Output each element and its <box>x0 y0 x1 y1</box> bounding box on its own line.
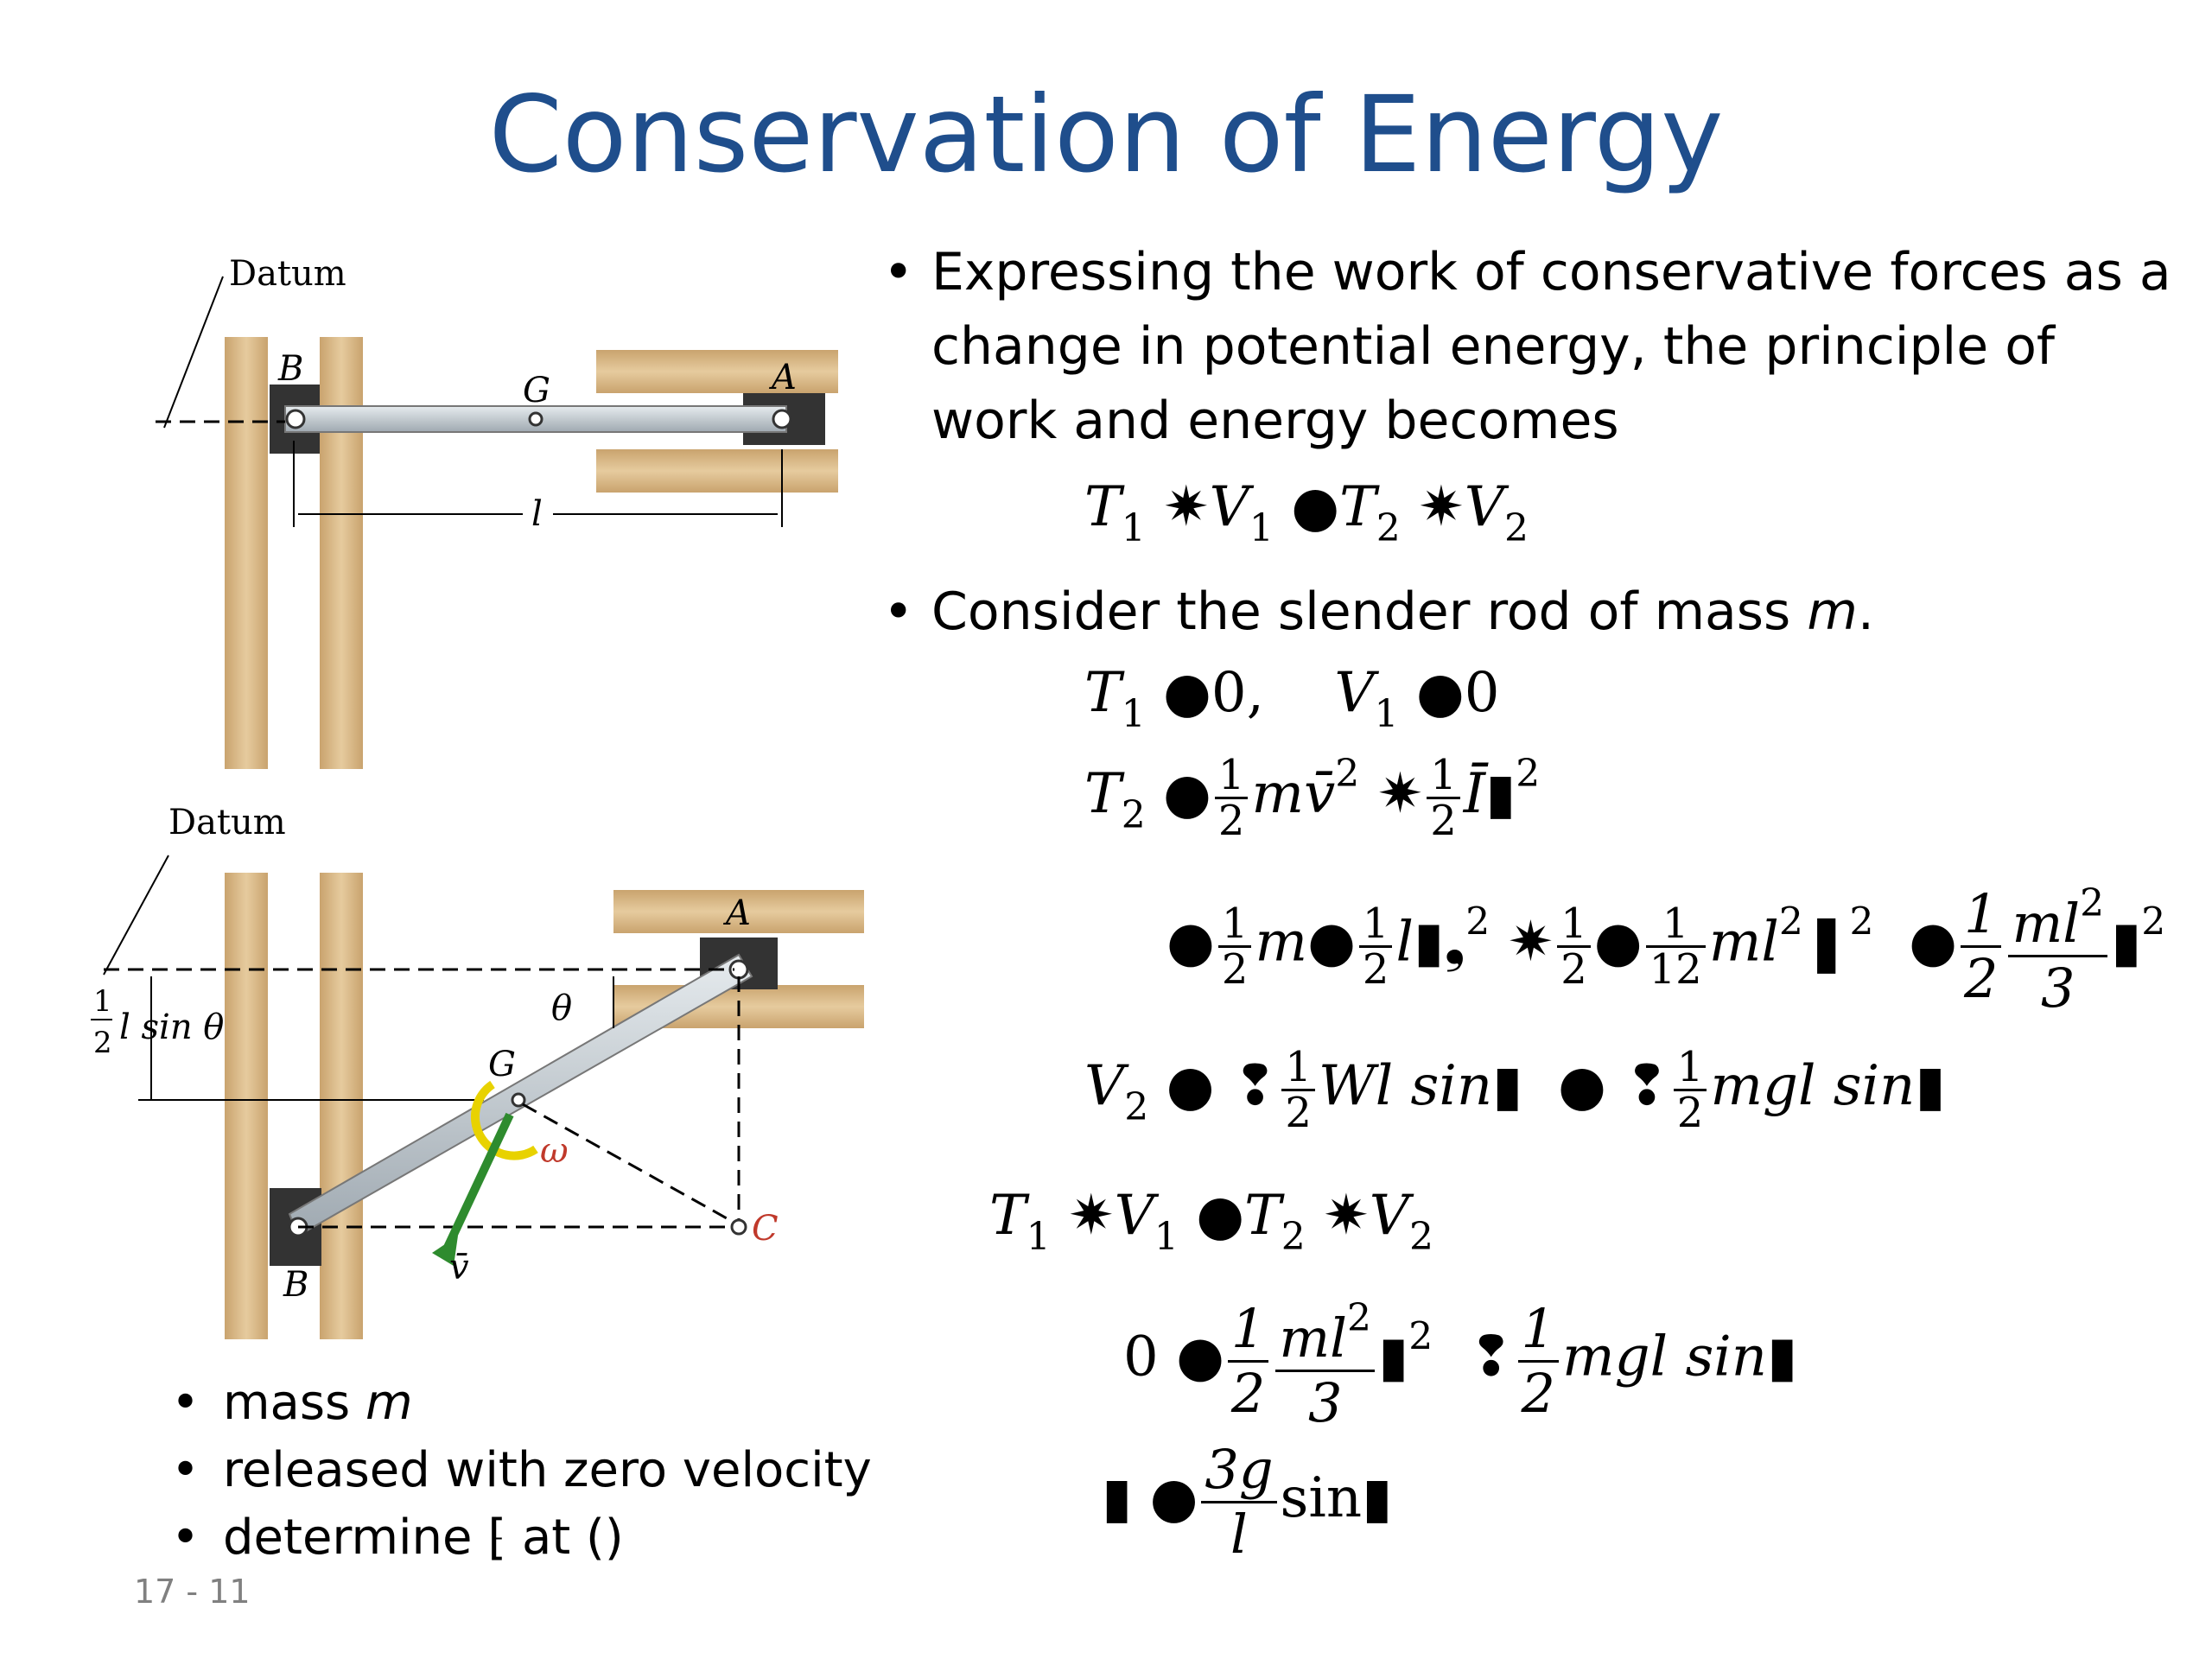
left-bullet-list: •mass m •released with zero velocity •de… <box>164 1370 872 1572</box>
half-l-sin: l sin θ <box>119 1007 224 1047</box>
label-theta: θ <box>551 988 572 1028</box>
label-vbar: v̄ <box>449 1248 469 1287</box>
label-B-top: B <box>277 349 303 389</box>
bullet-2-var: m <box>1807 582 1858 642</box>
label-l: l <box>531 494 543 534</box>
label-G-bottom: G <box>488 1045 516 1084</box>
bullet-2-prefix: Consider the slender rod of mass <box>931 582 1808 642</box>
bottom-diagram: Datum A θ G ω v̄ C B 1 2 l sin θ <box>91 803 864 1339</box>
eq-initial: T1 ●0, V1 ●0 <box>1084 661 1500 736</box>
top-diagram: Datum B G A l <box>156 254 838 769</box>
eq-conservation: T1 ✷V1 ●T2 ✷V2 <box>989 1184 1433 1259</box>
left-guide-bottom <box>320 873 363 1339</box>
half-num: 1 <box>93 984 112 1019</box>
label-A-bottom: A <box>722 893 751 933</box>
lower-slot-wall <box>596 449 838 493</box>
eq-work-energy: T1 ✷V1 ●T2 ✷V2 <box>1084 475 1529 550</box>
label-C: C <box>752 1209 779 1249</box>
rod-top <box>284 405 787 433</box>
bullet-mass: •mass m <box>171 1375 413 1431</box>
bullet-2-suffix: . <box>1857 582 1874 642</box>
half-den: 2 <box>93 1026 112 1060</box>
left-guide-top <box>320 337 363 769</box>
left-wall-bottom <box>225 873 268 1339</box>
slide-title: Conservation of Energy <box>488 73 1724 196</box>
page-number: 17 - 11 <box>134 1573 251 1611</box>
bullet-work-energy: • Expressing the work of conservative fo… <box>883 242 2171 451</box>
label-omega: ω <box>540 1131 569 1171</box>
label-A-top: A <box>768 358 797 397</box>
left-wall-top <box>225 337 268 769</box>
right-bullet-list-2: • Consider the slender rod of mass m. <box>873 575 2186 649</box>
bottom-datum-label: Datum <box>168 803 286 842</box>
bullet-released: •released with zero velocity <box>171 1442 872 1498</box>
bullet-determine: •determine ⁅ at () <box>171 1510 624 1566</box>
bullet-slender-rod: • Consider the slender rod of mass m. <box>883 582 1874 642</box>
top-datum-label: Datum <box>229 254 346 294</box>
right-bullet-list: • Expressing the work of conservative fo… <box>873 235 2186 458</box>
bullet-1-text: Expressing the work of conservative forc… <box>931 242 2171 451</box>
rod-diagram: Datum B G A l Datum A θ G ω v̄ C <box>91 254 864 1339</box>
label-B-bottom: B <box>283 1265 308 1305</box>
upper-slot-wall <box>596 350 838 393</box>
label-G-top: G <box>523 371 550 410</box>
upper-slot-wall-b <box>613 890 864 933</box>
